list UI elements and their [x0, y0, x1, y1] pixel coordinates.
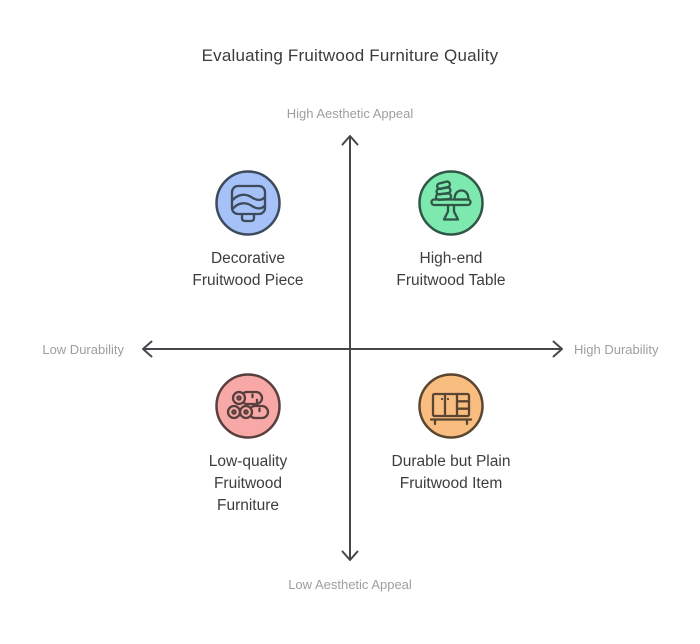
icon-circle — [418, 373, 484, 439]
axis-label-top: High Aesthetic Appeal — [286, 106, 414, 121]
quadrant-bottom-right: Durable but Plain Fruitwood Item — [351, 373, 551, 495]
cabinet-sideboard-icon — [418, 373, 484, 439]
quadrant-top-left: Decorative Fruitwood Piece — [148, 170, 348, 292]
axis-label-right: High Durability — [574, 342, 659, 357]
quadrant-label: Low-quality Fruitwood Furniture — [208, 453, 288, 514]
page-title: Evaluating Fruitwood Furniture Quality — [201, 46, 499, 65]
quadrant-bottom-left: Low-quality Fruitwood Furniture — [148, 373, 348, 517]
axis-label-left: Low Durability — [42, 342, 124, 357]
decorative-bowl-icon — [215, 170, 281, 236]
icon-circle — [418, 170, 484, 236]
quadrant-top-right: High-end Fruitwood Table — [351, 170, 551, 292]
quadrant-label: High-end Fruitwood Table — [396, 250, 506, 289]
arrowhead-down-icon — [341, 550, 359, 561]
arrowhead-up-icon — [341, 135, 359, 146]
quadrant-label: Durable but Plain Fruitwood Item — [391, 453, 511, 492]
quadrant-label: Decorative Fruitwood Piece — [192, 250, 304, 289]
arrowhead-right-icon — [552, 340, 563, 358]
wood-logs-icon — [215, 373, 281, 439]
arrowhead-left-icon — [142, 340, 153, 358]
pedestal-table-icon — [418, 170, 484, 236]
axis-label-bottom: Low Aesthetic Appeal — [288, 577, 412, 592]
